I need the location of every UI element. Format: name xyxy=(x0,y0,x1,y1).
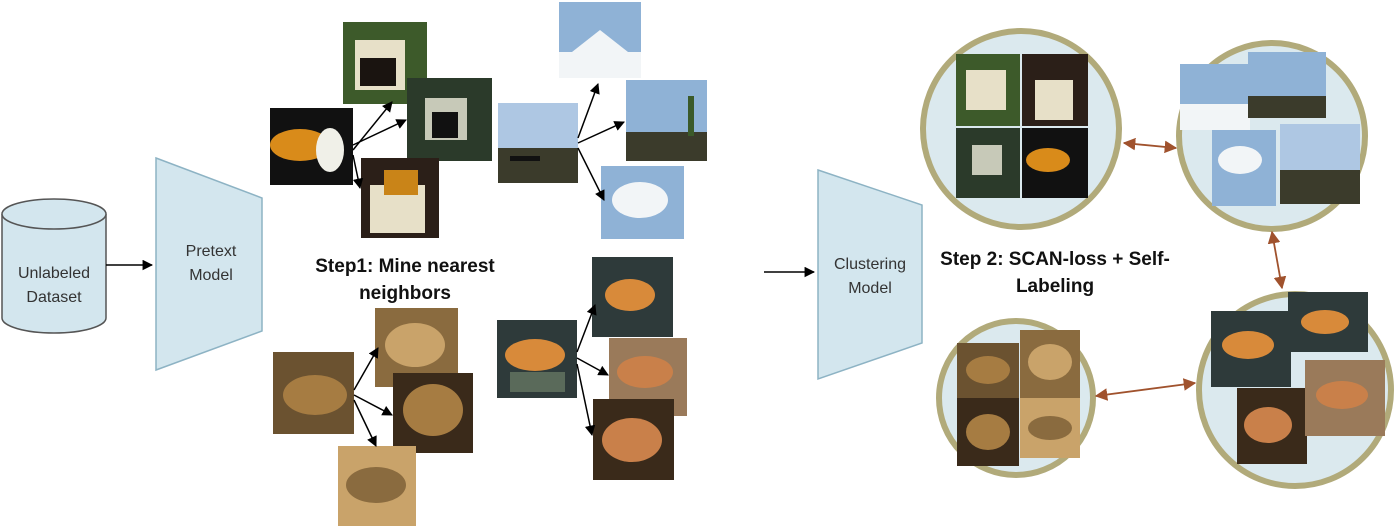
step2-label: Step 2: SCAN-loss + Self-Labeling xyxy=(940,249,1170,297)
step1-label: Step1: Mine nearest neighbors xyxy=(315,256,495,304)
cluster-link-toucan-volcano xyxy=(1122,137,1178,154)
leopard-neighbor-group xyxy=(273,308,473,526)
cluster-leopard xyxy=(936,318,1096,478)
clustering-model-label: Clustering Model xyxy=(833,256,907,297)
cluster-goldfish xyxy=(1196,291,1394,489)
goldfish-neighbor-group xyxy=(497,257,687,480)
cluster-volcano xyxy=(1176,40,1368,232)
toucan-neighbor-group xyxy=(270,22,492,238)
cluster-link-volcano-goldfish xyxy=(1267,230,1287,290)
dataset-cylinder xyxy=(1,198,107,334)
clustering-model-shape xyxy=(817,168,923,381)
cluster-toucan xyxy=(920,28,1122,230)
pretext-model-shape xyxy=(155,156,263,372)
dataset-label: Unlabeled Dataset xyxy=(17,265,91,306)
cluster-link-leopard-goldfish xyxy=(1094,378,1197,401)
pretext-model-label: Pretext Model xyxy=(185,243,237,284)
volcano-neighbor-group xyxy=(498,2,707,239)
